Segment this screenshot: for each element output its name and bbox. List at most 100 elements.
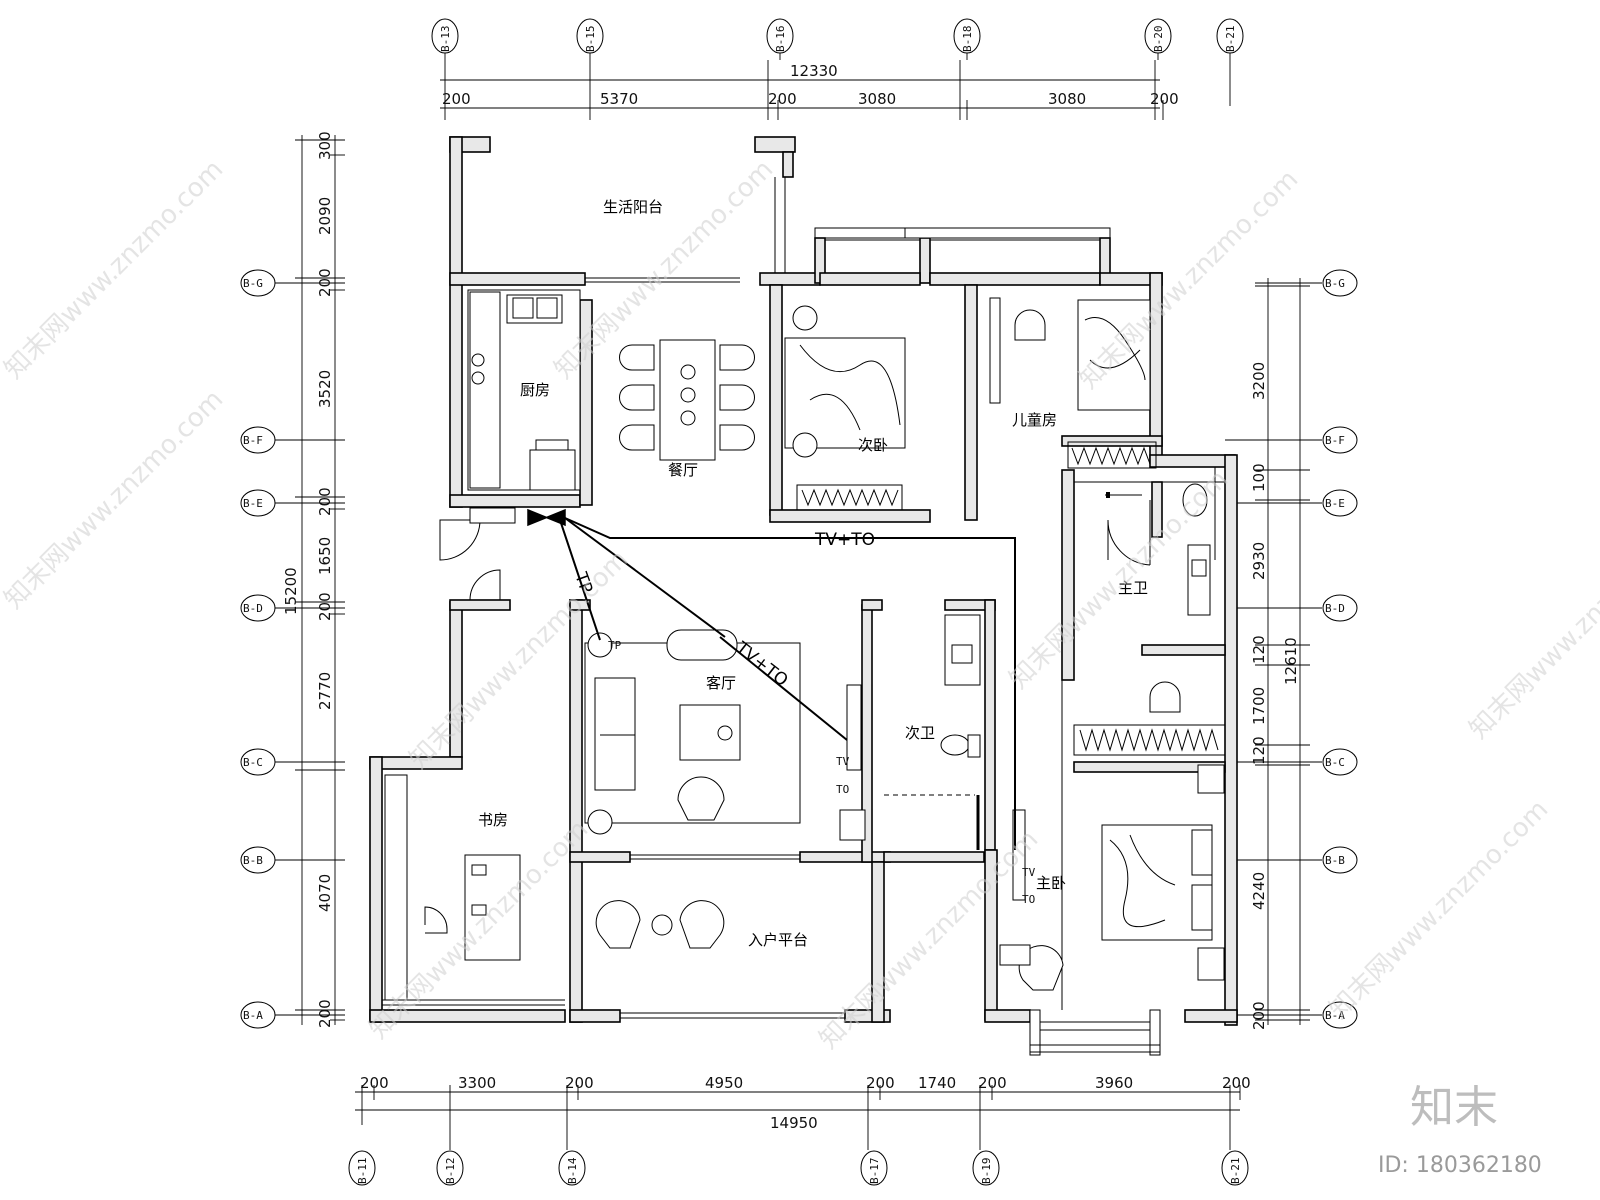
tv-outlet-label: TV — [836, 755, 850, 768]
axis-bubble: B-E — [1225, 489, 1358, 517]
axis-label: B-A — [243, 1009, 263, 1022]
axis-bubble: B-15 — [576, 18, 604, 60]
axis-bubble: B-11 — [348, 1150, 376, 1186]
left-total-dim: 15200 — [282, 567, 300, 615]
axis-bubble: B-A — [1225, 1001, 1358, 1029]
kids-room-furniture — [989, 297, 1157, 469]
left-dimension-chain: 15200 300 2090 200 3520 200 1650 200 277… — [282, 131, 345, 1028]
left-dim-7: 200 — [316, 592, 334, 621]
watermark-text: 知末网www.znzmo.com — [0, 154, 229, 385]
doors — [439, 500, 1151, 601]
axis-bubble: B-B — [240, 846, 345, 874]
room-label-study: 书房 — [478, 811, 508, 829]
right-dim-5: 1700 — [1250, 687, 1268, 725]
axis-bubble: B-G — [240, 269, 345, 297]
axis-bubbles-bottom: B-11 B-12 B-14 B-17 B-19 B-21 — [348, 1150, 1249, 1186]
watermarks: 知末网www.znzmo.com 知末网www.znzmo.com 知末网www… — [0, 154, 1600, 1055]
second-bedroom-bed — [784, 305, 906, 511]
top-dim-3: 200 — [768, 90, 797, 108]
axis-label: B-E — [1325, 497, 1345, 510]
room-label-kids-room: 儿童房 — [1012, 411, 1057, 429]
room-label-master-bedroom: 主卧 — [1036, 874, 1066, 892]
tv-outlet-master-label: TV — [1022, 866, 1036, 879]
right-total-dim: 12610 — [1282, 637, 1300, 685]
dining-table — [619, 339, 755, 461]
right-dim-4: 120 — [1250, 635, 1268, 664]
right-dim-2: 100 — [1250, 463, 1268, 492]
watermark-text: 知末网www.znzmo.com — [0, 384, 229, 615]
bottom-dim-7: 200 — [978, 1074, 1007, 1092]
room-label-balcony: 生活阳台 — [603, 198, 663, 216]
axis-label: B-A — [1325, 1009, 1345, 1022]
left-dim-1: 300 — [316, 131, 334, 160]
bottom-dim-5: 200 — [866, 1074, 895, 1092]
second-bath-fixtures — [884, 614, 981, 850]
axis-label: B-F — [243, 434, 263, 447]
axis-label: B-D — [243, 602, 263, 615]
axis-bubble: B-14 — [558, 1150, 586, 1186]
bottom-dim-3: 200 — [565, 1074, 594, 1092]
entry-furniture — [595, 900, 725, 949]
axis-label: B-G — [1325, 277, 1345, 290]
axis-bubble: B-G — [1255, 269, 1358, 297]
brand-name: 知末 — [1410, 1082, 1498, 1133]
axis-label: B-C — [243, 756, 263, 769]
room-label-master-bath: 主卫 — [1118, 579, 1148, 597]
axis-label: B-21 — [1224, 26, 1237, 53]
to-outlet-master-label: TO — [1022, 893, 1035, 906]
axis-label: B-13 — [439, 26, 452, 53]
axis-bubble: B-21 — [1216, 18, 1244, 60]
axis-label: B-E — [243, 497, 263, 510]
bottom-dim-1: 200 — [360, 1074, 389, 1092]
bottom-dim-6: 1740 — [918, 1074, 956, 1092]
cable-label-tv-to: TV+TO — [814, 530, 875, 550]
axis-bubbles-top: B-13 B-15 B-16 B-18 B-20 B-21 — [431, 18, 1244, 60]
axis-label: B-17 — [868, 1158, 881, 1185]
left-dim-10: 200 — [316, 999, 334, 1028]
top-dim-6: 200 — [1150, 90, 1179, 108]
bottom-dim-9: 200 — [1222, 1074, 1251, 1092]
axis-bubble: B-D — [1225, 594, 1358, 622]
axis-label: B-18 — [961, 26, 974, 53]
cabling: TV+TO TP TV+TO TV TO TV TO TP — [469, 507, 1036, 906]
bottom-dim-2: 3300 — [458, 1074, 496, 1092]
axis-label: B-20 — [1152, 26, 1165, 53]
room-label-dining: 餐厅 — [668, 461, 698, 479]
bottom-dim-4: 4950 — [705, 1074, 743, 1092]
axis-bubble: B-A — [240, 1001, 345, 1029]
axis-label: B-15 — [584, 26, 597, 53]
axis-bubble: B-C — [240, 748, 345, 776]
right-dim-3: 2930 — [1250, 542, 1268, 580]
left-dim-4: 3520 — [316, 370, 334, 408]
axis-bubble: B-21 — [1221, 1150, 1249, 1186]
axis-bubble: B-C — [1225, 748, 1358, 776]
axis-bubble: B-20 — [1144, 18, 1172, 60]
axis-label: B-16 — [774, 26, 787, 53]
axis-bubble: B-B — [1225, 846, 1358, 874]
axis-label: B-12 — [444, 1158, 457, 1185]
axis-bubbles-left: B-G B-F B-E B-D B-C B-B B-A — [240, 269, 345, 1029]
axis-bubble: B-F — [1225, 426, 1358, 454]
watermark-text: 知末网www.znzmo.com — [1464, 514, 1600, 745]
axis-label: B-C — [1325, 756, 1345, 769]
room-label-entry-platform: 入户平台 — [748, 931, 808, 949]
axis-label: B-B — [1325, 854, 1345, 867]
wardrobe — [796, 484, 903, 511]
bottom-dimension-chain: 14950 200 3300 200 4950 200 1740 200 396… — [355, 1074, 1251, 1150]
master-bath-fixtures — [1105, 483, 1211, 713]
top-dim-1: 200 — [442, 90, 471, 108]
study-furniture — [382, 774, 565, 1006]
room-label-second-bath: 次卫 — [905, 724, 935, 742]
axis-label: B-11 — [356, 1158, 369, 1185]
right-dim-1: 3200 — [1250, 362, 1268, 400]
axis-bubble: B-E — [240, 489, 345, 517]
room-labels: 生活阳台 厨房 餐厅 次卧 儿童房 主卫 客厅 次卫 书房 入户平台 主卧 — [478, 198, 1148, 949]
watermark-text: 知末网www.znzmo.com — [1324, 794, 1555, 1025]
axis-label: B-F — [1325, 434, 1345, 447]
to-outlet-label: TO — [836, 783, 849, 796]
left-dim-6: 1650 — [316, 537, 334, 575]
axis-label: B-B — [243, 854, 263, 867]
axis-label: B-21 — [1229, 1158, 1242, 1185]
room-label-living-room: 客厅 — [706, 674, 736, 692]
walls — [369, 136, 1238, 1056]
